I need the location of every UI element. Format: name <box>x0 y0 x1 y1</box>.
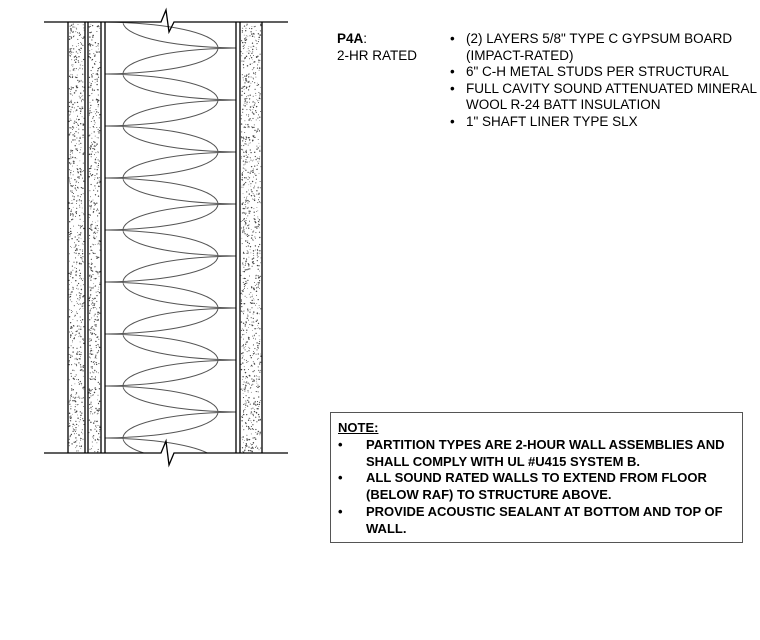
note-title: NOTE: <box>338 420 379 435</box>
note-text: PROVIDE ACOUSTIC SEALANT AT BOTTOM AND T… <box>366 503 723 536</box>
break-line-top <box>44 7 288 35</box>
tag-colon: : <box>363 31 368 46</box>
component-item: • FULL CAVITY SOUND ATTENUATED MINERAL WO… <box>450 81 760 114</box>
bullet-icon: • <box>450 113 455 129</box>
break-line-bottom <box>44 438 288 468</box>
component-text: FULL CAVITY SOUND ATTENUATED MINERAL WOO… <box>466 80 757 113</box>
wall-type-code: P4A <box>337 31 364 46</box>
note-item: • PROVIDE ACOUSTIC SEALANT AT BOTTOM AND … <box>338 504 734 538</box>
gypsum-stipple-fill <box>68 23 262 453</box>
note-text: ALL SOUND RATED WALLS TO EXTEND FROM FLO… <box>366 470 707 503</box>
note-box: NOTE: • PARTITION TYPES ARE 2-HOUR WALL A… <box>330 412 743 543</box>
insulation-loops <box>105 22 236 453</box>
bullet-icon: • <box>450 64 455 79</box>
note-text: PARTITION TYPES ARE 2-HOUR WALL ASSEMBLI… <box>366 436 725 469</box>
component-text: (2) LAYERS 5/8" TYPE C GYPSUM BOARD (IMP… <box>466 31 733 63</box>
wall-layer-lines <box>67 22 263 453</box>
note-list: • PARTITION TYPES ARE 2-HOUR WALL ASSEMBL… <box>338 437 734 538</box>
bullet-icon: • <box>450 31 455 46</box>
component-item: • 6" C-H METAL STUDS PER STRUCTURAL <box>450 64 760 81</box>
batt-insulation <box>105 22 236 453</box>
note-item: • PARTITION TYPES ARE 2-HOUR WALL ASSEMBL… <box>338 437 734 471</box>
component-text: 6" C-H METAL STUDS PER STRUCTURAL <box>466 64 729 79</box>
component-item: • (2) LAYERS 5/8" TYPE C GYPSUM BOARD (IM… <box>450 31 760 64</box>
wall-type-tag: P4A: 2-HR RATED <box>337 31 417 64</box>
bullet-icon: • <box>338 436 343 452</box>
bullet-icon: • <box>450 80 455 96</box>
bullet-icon: • <box>338 503 343 519</box>
fire-rating: 2-HR RATED <box>337 47 418 63</box>
bullet-icon: • <box>338 470 343 486</box>
wall-section-drawing <box>44 7 288 468</box>
component-list: • (2) LAYERS 5/8" TYPE C GYPSUM BOARD (IM… <box>450 31 760 130</box>
component-text: 1" SHAFT LINER TYPE SLX <box>466 113 638 129</box>
component-item: • 1" SHAFT LINER TYPE SLX <box>450 114 760 131</box>
note-item: • ALL SOUND RATED WALLS TO EXTEND FROM FL… <box>338 470 734 504</box>
